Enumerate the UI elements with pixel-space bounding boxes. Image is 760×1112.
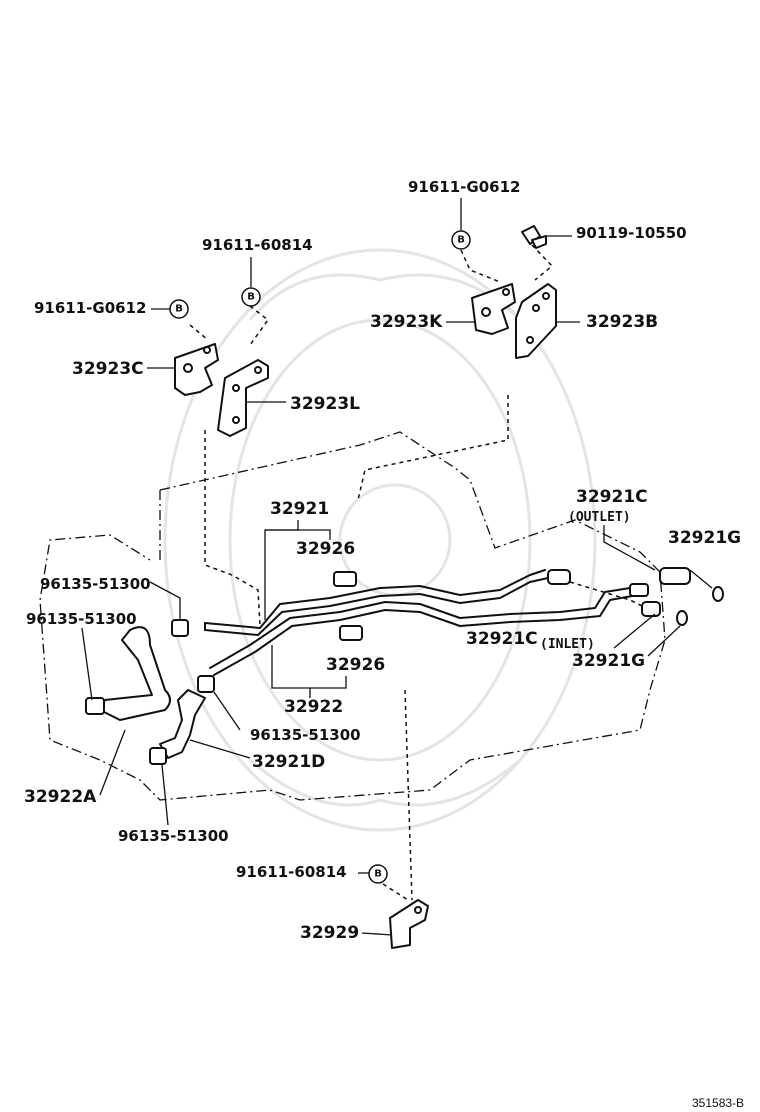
hose-32921c-inlet-fitting[interactable] <box>629 583 661 617</box>
label-90119-10550[interactable]: 90119-10550 <box>576 224 687 242</box>
gasket-32921g-upper[interactable] <box>712 586 724 602</box>
label-32926-lower[interactable]: 32926 <box>326 655 385 675</box>
hose-32921d[interactable] <box>159 689 206 759</box>
part-labels: 91611-G0612 90119-10550 91611-60814 9161… <box>24 178 744 1110</box>
label-32922[interactable]: 32922 <box>284 697 343 717</box>
b-marker-bottom: B <box>368 864 388 884</box>
bracket-32929[interactable] <box>389 899 429 949</box>
svg-text:B: B <box>175 304 183 315</box>
label-outlet-note: (OUTLET) <box>568 510 631 525</box>
transmission-outline <box>39 431 666 801</box>
b-marker-left-upper: B <box>241 287 261 307</box>
oil-cooler-pipes <box>204 569 633 676</box>
label-91611-g0612-left[interactable]: 91611-G0612 <box>34 299 146 317</box>
bracket-32923c[interactable] <box>174 343 219 396</box>
label-32921g-upper[interactable]: 32921G <box>668 528 741 548</box>
label-32929[interactable]: 32929 <box>300 923 359 943</box>
svg-text:B: B <box>374 869 382 880</box>
clamp-32926-upper[interactable] <box>333 571 357 587</box>
clip-96135-c[interactable] <box>197 675 215 693</box>
label-91611-60814-bottom[interactable]: 91611-60814 <box>236 863 347 881</box>
connector-32921c[interactable] <box>659 567 691 585</box>
bracket-32923l[interactable] <box>217 359 269 437</box>
attachment-lines <box>189 244 651 901</box>
label-inlet-note: (INLET) <box>540 637 595 652</box>
bracket-32923b[interactable] <box>515 283 557 359</box>
bolt-90119-10550[interactable] <box>521 225 547 249</box>
label-91611-g0612-top[interactable]: 91611-G0612 <box>408 178 520 196</box>
watermark-emblem <box>163 248 597 832</box>
label-32921[interactable]: 32921 <box>270 499 329 519</box>
label-32921c-inlet[interactable]: 32921C <box>466 629 538 649</box>
hose-32922a[interactable] <box>99 626 171 721</box>
diagram-code: 351583-B <box>692 1096 744 1110</box>
label-32923b[interactable]: 32923B <box>586 312 658 332</box>
bracket-32923k[interactable] <box>471 283 516 335</box>
label-32923c[interactable]: 32923C <box>72 359 144 379</box>
label-32921g-lower[interactable]: 32921G <box>572 651 645 671</box>
leader-lines <box>81 198 713 936</box>
label-32923k[interactable]: 32923K <box>370 312 443 332</box>
label-96135-51300-b[interactable]: 96135-51300 <box>26 610 137 628</box>
label-96135-51300-c[interactable]: 96135-51300 <box>250 726 361 744</box>
label-32922a[interactable]: 32922A <box>24 787 97 807</box>
label-91611-60814-left[interactable]: 91611-60814 <box>202 236 313 254</box>
hose-32921c-outlet-fitting[interactable] <box>547 569 571 585</box>
label-96135-51300-d[interactable]: 96135-51300 <box>118 827 229 845</box>
svg-text:B: B <box>457 235 465 246</box>
clip-96135-d[interactable] <box>149 747 167 765</box>
label-32926-upper[interactable]: 32926 <box>296 539 355 559</box>
clip-96135-a[interactable] <box>171 619 189 637</box>
label-32923l[interactable]: 32923L <box>290 394 360 414</box>
label-96135-51300-a[interactable]: 96135-51300 <box>40 575 151 593</box>
label-32921d[interactable]: 32921D <box>252 752 325 772</box>
svg-text:B: B <box>247 292 255 303</box>
clamp-32926-lower[interactable] <box>339 625 363 641</box>
b-marker-left: B <box>169 299 189 319</box>
gasket-32921g-lower[interactable] <box>676 610 688 626</box>
label-32921c-outlet[interactable]: 32921C <box>576 487 648 507</box>
clip-96135-b[interactable] <box>85 697 105 715</box>
b-marker-top: B <box>451 230 471 250</box>
